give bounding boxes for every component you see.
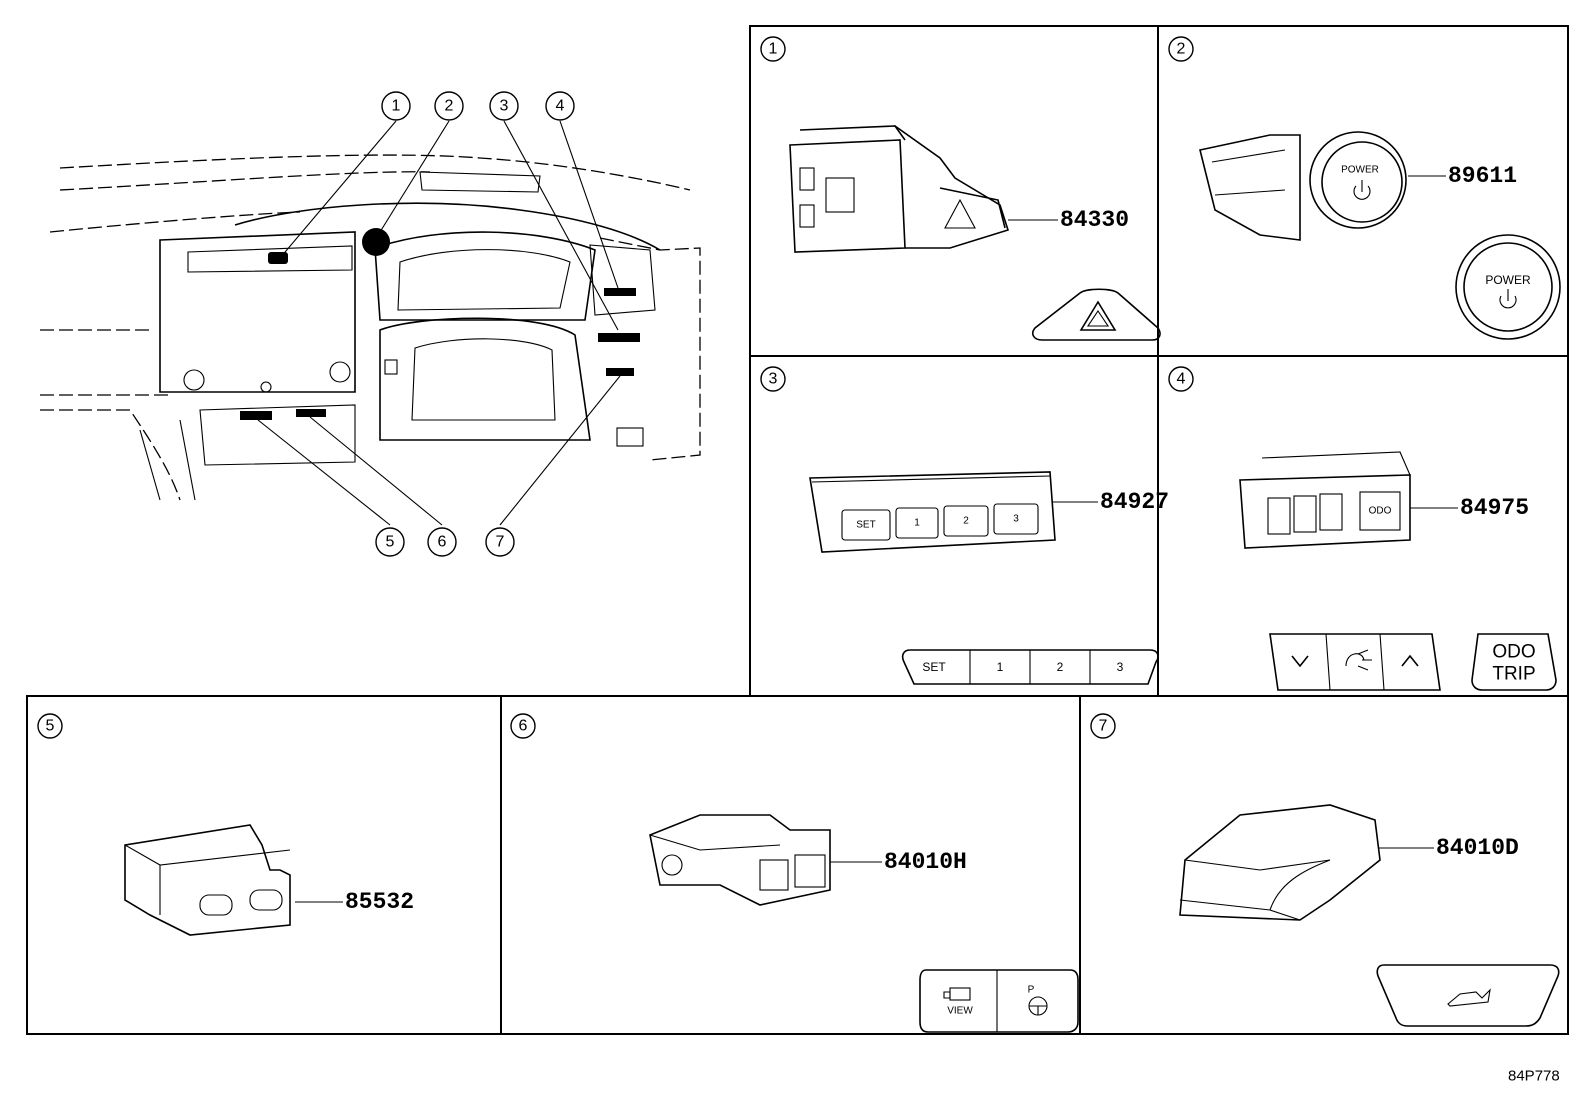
hazard-switch-body	[789, 125, 1010, 253]
memory-switch-body: SET 1 2 3	[809, 471, 1056, 553]
odo-button-label: ODO	[1492, 642, 1535, 663]
svg-text:1: 1	[914, 518, 920, 529]
svg-text:2: 2	[963, 516, 969, 527]
power-switch-label: POWER	[1341, 165, 1379, 176]
svg-text:SET: SET	[856, 520, 875, 531]
panel-5-usb-port: 5 85532	[37, 713, 414, 936]
part-number-84975: 84975	[1460, 495, 1529, 521]
power-switch-marker	[362, 228, 390, 256]
view-switch-marker	[296, 409, 326, 417]
power-button-label: POWER	[1485, 273, 1531, 287]
svg-text:4: 4	[556, 98, 565, 115]
meter-switch-marker	[604, 288, 636, 296]
usb-port-icon	[124, 824, 291, 936]
memory-button-strip: SET 1 2 3	[901, 649, 1159, 685]
overview-callout-1: 1	[381, 91, 411, 121]
power-icon: POWER	[1455, 234, 1561, 340]
meter-switch-body: ODO	[1239, 451, 1411, 549]
memory-3-button: 3	[1117, 660, 1124, 674]
overview-callout-2: 2	[434, 91, 464, 121]
parking-button-label: P	[1028, 985, 1035, 996]
panel-7-number: 7	[1099, 718, 1108, 735]
hazard-triangle-icon	[1032, 288, 1161, 341]
svg-text:6: 6	[438, 534, 447, 551]
part-number-84927: 84927	[1100, 489, 1169, 515]
panel-6-number: 6	[519, 718, 528, 735]
memory-2-button: 2	[1057, 660, 1064, 674]
panel-3-number: 3	[769, 371, 778, 388]
parking-steering-icon	[1028, 996, 1048, 1016]
camera-view-icon	[943, 987, 971, 1001]
overview-callout-5: 5	[375, 527, 405, 557]
svg-text:2: 2	[445, 98, 454, 115]
view-button-strip: VIEW P	[919, 969, 1079, 1033]
svg-text:5: 5	[386, 534, 395, 551]
svg-text:1: 1	[392, 98, 401, 115]
view-button-label: VIEW	[947, 1006, 973, 1017]
meter-button-strip: ODO TRIP	[1269, 633, 1557, 691]
hazard-switch-marker	[268, 252, 288, 264]
trunk-switch-body	[1179, 804, 1381, 921]
panel-2-number: 2	[1177, 41, 1186, 58]
panel-7-trunk-switch: 7 84010D	[1090, 713, 1560, 1027]
part-number-84010D: 84010D	[1436, 835, 1519, 861]
svg-text:3: 3	[500, 98, 509, 115]
overview-callout-4: 4	[545, 91, 575, 121]
panel-2-power-switch: 2 POWER 89611 POWER	[1168, 36, 1561, 340]
svg-text:3: 3	[1013, 514, 1019, 525]
panel-frames	[26, 25, 1569, 1035]
part-number-84330: 84330	[1060, 207, 1129, 233]
power-switch-body: POWER	[1199, 131, 1407, 241]
panel-3-memory-switch: 3 SET 1 2 3 84927 SET 1 2 3	[760, 366, 1169, 685]
panel-1-number: 1	[769, 41, 778, 58]
dashboard-overview: 1 2 3 4 5 6 7	[40, 91, 701, 557]
panel-1-hazard-switch: 1 84330	[760, 36, 1161, 341]
memory-switch-marker	[598, 333, 640, 342]
usb-marker	[240, 411, 272, 420]
trunk-switch-marker	[606, 368, 634, 376]
overview-callout-6: 6	[427, 527, 457, 557]
chevron-up-icon	[1401, 654, 1419, 667]
panel-4-meter-switch: 4 ODO 84975 ODO TRIP	[1168, 366, 1557, 691]
trip-button-label: TRIP	[1492, 664, 1535, 685]
panel-6-view-switch: 6 84010H VIEW P	[510, 713, 1079, 1033]
memory-1-button: 1	[997, 660, 1004, 674]
chevron-down-icon	[1291, 655, 1309, 668]
panel-4-number: 4	[1177, 371, 1186, 388]
svg-text:ODO: ODO	[1369, 506, 1392, 517]
part-number-85532: 85532	[345, 889, 414, 915]
diagram-reference-code: 84P778	[1508, 1068, 1560, 1085]
svg-text:7: 7	[496, 534, 505, 551]
view-switch-body	[649, 814, 831, 906]
trunk-open-icon	[1376, 964, 1560, 1027]
part-number-84010H: 84010H	[884, 849, 967, 875]
dimmer-icon	[1345, 649, 1372, 671]
part-number-89611: 89611	[1448, 163, 1517, 189]
overview-callout-3: 3	[489, 91, 519, 121]
set-button: SET	[922, 660, 946, 674]
panel-5-number: 5	[46, 718, 55, 735]
overview-callout-7: 7	[485, 527, 515, 557]
